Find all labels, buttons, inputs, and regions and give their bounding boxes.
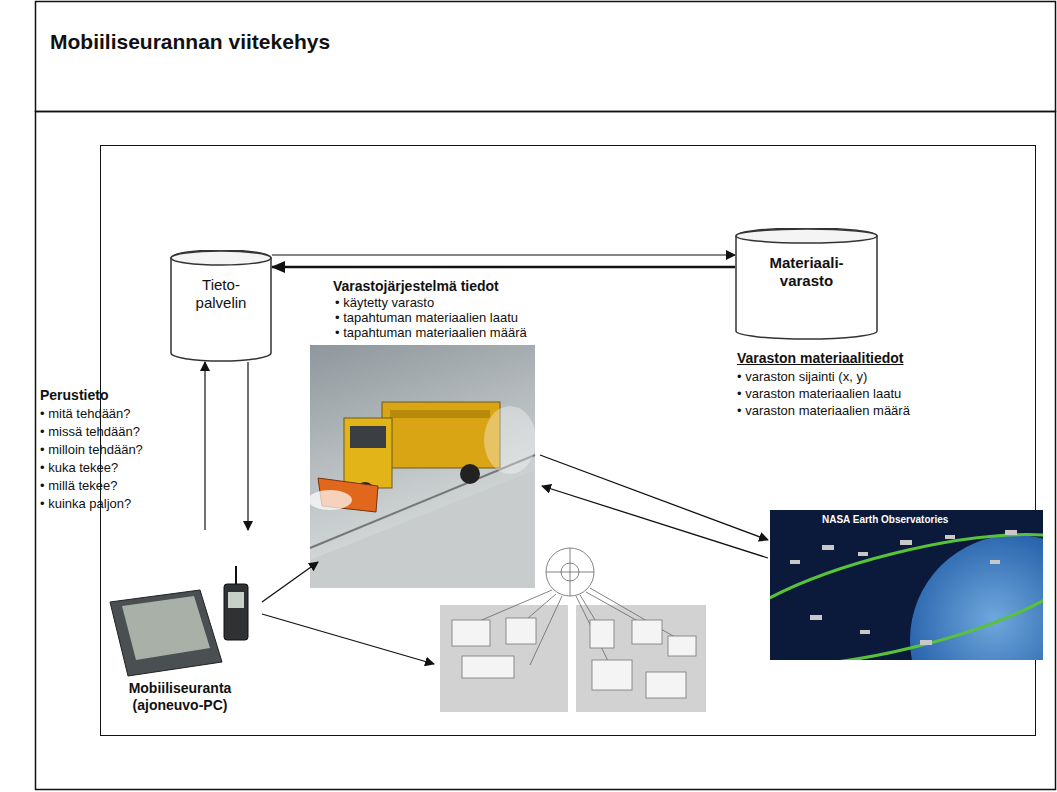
- node-text: Materiaali- varasto: [755, 254, 859, 290]
- snow-cloud: [484, 406, 536, 474]
- truck-stripe: [390, 410, 490, 418]
- connector-arrow: [204, 362, 205, 530]
- list-item: • millä tekee?: [40, 479, 118, 494]
- phone: [224, 584, 248, 640]
- phone-antenna: [235, 566, 237, 584]
- section-heading: Varaston materiaalitiedot: [737, 350, 904, 366]
- phone-screen: [228, 592, 244, 608]
- list-item: • kuinka paljon?: [40, 497, 131, 512]
- storage-cylinder: Materiaali- varasto: [735, 228, 878, 340]
- cylinder-top: [171, 251, 271, 265]
- title-frame: [36, 2, 1056, 112]
- list-item: • varaston materiaalien määrä: [737, 404, 910, 419]
- network-panel: [576, 605, 706, 712]
- connector-arrow: [272, 254, 735, 255]
- list-item: • tapahtuman materiaalien määrä: [335, 326, 527, 341]
- list-item: • milloin tehdään?: [40, 443, 143, 458]
- node-text: Mobiiliseuranta (ajoneuvo-PC): [116, 680, 244, 714]
- list-item: • varaston sijainti (x, y): [737, 370, 867, 385]
- wheel: [460, 464, 480, 484]
- node-text: Tieto- palvelin: [185, 276, 257, 312]
- cylinder-body: [171, 250, 271, 361]
- list-item: • käytetty varasto: [335, 296, 434, 311]
- mobile-unit: Mobiiliseuranta (ajoneuvo-PC): [100, 530, 260, 714]
- windshield: [350, 426, 386, 448]
- section-heading: NASA Earth Observatories: [822, 514, 948, 526]
- laptop: [110, 590, 222, 676]
- snow-spray: [308, 490, 352, 510]
- cylinder-top: [736, 229, 877, 243]
- edge-label: Varastojärjestelmä tiedot: [333, 278, 499, 294]
- arrow: [540, 455, 768, 540]
- list-item: • varaston materiaalien laatu: [737, 387, 901, 402]
- truck-cab: [344, 418, 392, 488]
- server-cylinder: Tieto- palvelin: [170, 250, 272, 362]
- arrow: [542, 486, 768, 558]
- orbit: [770, 510, 1043, 660]
- network-diagram: [440, 548, 706, 712]
- truck-photo: [308, 345, 536, 588]
- cylinder-body: [736, 228, 877, 339]
- main-frame: [36, 112, 1056, 790]
- road: [310, 470, 535, 588]
- list-item: • tapahtuman materiaalien laatu: [335, 311, 518, 326]
- connector-arrow: [272, 266, 735, 268]
- arrow: [262, 562, 318, 602]
- satellite-image: [770, 510, 1043, 660]
- mobile-device: [110, 566, 248, 676]
- frames: [36, 2, 1056, 790]
- laptop-screen: [122, 596, 210, 660]
- network-panel: [440, 605, 568, 712]
- list-item: • missä tehdään?: [40, 425, 140, 440]
- illustration-arrows: [262, 455, 768, 664]
- truck-body: [382, 402, 500, 468]
- list-item: • mitä tehdään?: [40, 407, 131, 422]
- earth: [910, 535, 1043, 660]
- photo-ground: [310, 345, 535, 588]
- section-heading: Perustieto: [40, 387, 108, 403]
- arrow: [262, 614, 434, 664]
- list-item: • kuka tekee?: [40, 461, 118, 476]
- diagram-title: Mobiiliseurannan viitekehys: [50, 30, 330, 54]
- connector-arrow: [247, 362, 248, 530]
